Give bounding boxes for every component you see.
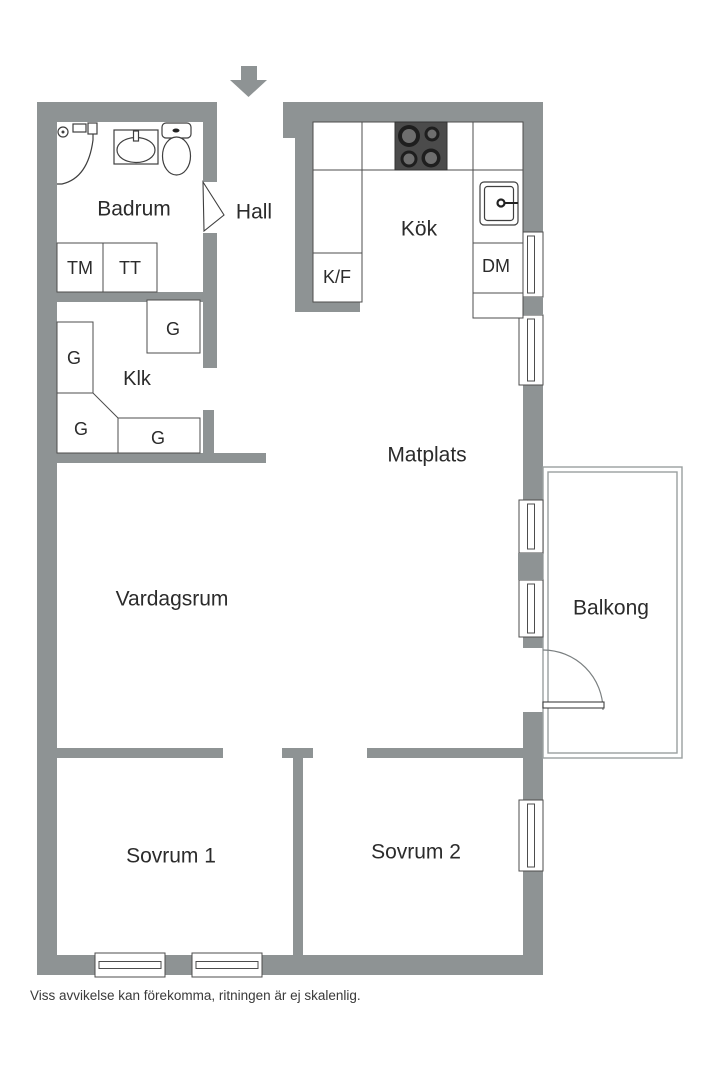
toilet-icon: [161, 122, 192, 176]
wardrobe-box: [56, 321, 94, 394]
window: [191, 952, 263, 978]
badrum-door-leaf: [202, 180, 225, 233]
wardrobe-boxes: [56, 299, 201, 454]
room-label-badrum: Badrum: [97, 197, 171, 221]
label-dishwasher: DM: [482, 256, 510, 276]
label-fridge-freezer: K/F: [322, 267, 352, 287]
windows-bottom-wall: [94, 952, 263, 978]
stove-icon: [394, 121, 448, 171]
room-label-balkong: Balkong: [573, 596, 649, 620]
shower-icon: [57, 122, 98, 185]
room-label-kok: Kök: [400, 217, 438, 241]
bathroom-sink-icon: [113, 129, 159, 165]
room-label-vardagsrum: Vardagsrum: [115, 587, 229, 611]
wall-klk-bottom: [57, 453, 266, 463]
kitchen-sink-icon: [479, 181, 519, 226]
room-label-hall: Hall: [235, 200, 273, 224]
entrance-arrow-icon: [230, 66, 267, 97]
disclaimer-text: Viss avvikelse kan förekomma, ritningen …: [30, 988, 361, 1003]
washing-machine-box: [56, 242, 104, 293]
window-mullion: [518, 553, 543, 580]
wall-sovrum1-top: [57, 748, 223, 758]
wall-left: [37, 102, 57, 975]
label-wardrobe: G: [73, 419, 89, 439]
wall-klk-stub: [203, 410, 214, 463]
label-wardrobe: G: [66, 348, 82, 368]
dryer-box: [102, 242, 158, 293]
balcony-door: [542, 649, 605, 711]
window: [518, 499, 544, 554]
wall-bedroom-divider: [293, 748, 303, 955]
wall-top-left: [37, 102, 217, 122]
label-wardrobe: G: [150, 428, 166, 448]
window: [518, 579, 544, 638]
wall-badrum-right-upper: [203, 122, 217, 182]
wall-top-right: [283, 102, 543, 122]
room-label-sovrum1: Sovrum 1: [126, 844, 216, 868]
fridge-freezer-box: [312, 252, 363, 303]
wall-top-notch: [283, 122, 295, 138]
laundry-boxes: [56, 242, 158, 293]
exterior-walls: [37, 102, 543, 975]
door-leaf: [542, 701, 605, 709]
window: [518, 314, 544, 386]
label-washing-machine: TM: [67, 258, 93, 278]
wall-badrum-bottom: [57, 292, 217, 302]
wall-kok-vertical: [295, 122, 313, 312]
wardrobe-box: [117, 417, 201, 454]
room-label-klk: Klk: [123, 368, 151, 390]
window: [518, 799, 544, 872]
wardrobe-box: [146, 299, 201, 354]
label-dryer: TT: [119, 258, 141, 278]
door-swing-arc: [542, 649, 604, 711]
window-mullion: [518, 297, 543, 315]
room-label-matplats: Matplats: [387, 443, 467, 467]
dishwasher-box: [472, 242, 524, 294]
window: [94, 952, 166, 978]
label-wardrobe: G: [165, 319, 181, 339]
room-label-sovrum2: Sovrum 2: [371, 840, 461, 864]
wall-sovrum2-top: [367, 748, 523, 758]
